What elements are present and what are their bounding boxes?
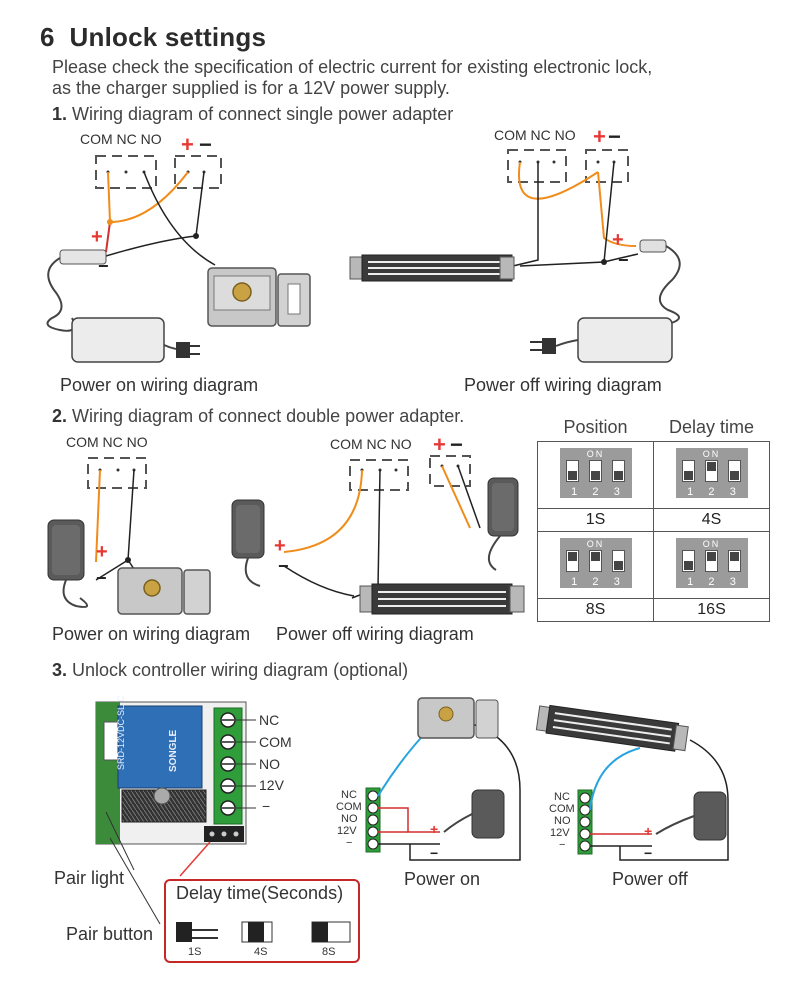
section-title: 6 Unlock settings	[40, 22, 266, 53]
antenna-coil	[121, 789, 207, 823]
intro-line-2: as the charger supplied is for a 12V pow…	[52, 78, 450, 98]
p2-right-plus: +	[433, 432, 446, 457]
p1-right-diagram: + −	[349, 149, 681, 363]
on-12v: 12V	[337, 825, 357, 837]
svg-text:−: −	[644, 845, 652, 861]
jumper-1s-label: 1S	[188, 946, 202, 958]
relay-model-text: SRD-12VDC-SL-C	[116, 695, 126, 770]
off-gnd: −	[559, 839, 566, 851]
off-12v: 12V	[550, 827, 570, 839]
terminal-label-12v: 12V	[259, 777, 284, 793]
delay-8s: 8S	[537, 598, 654, 622]
section-title-text: Unlock settings	[69, 22, 267, 52]
jumper-8s-label: 8S	[322, 946, 336, 958]
p3-caption-power-off: Power off	[612, 869, 688, 889]
terminal-label-no: NO	[259, 756, 280, 772]
p3-caption-power-on: Power on	[404, 869, 481, 889]
p1-right-terminal-labels: COM NC NO	[494, 127, 576, 143]
p3-power-on: + −	[365, 697, 521, 861]
p1-caption-power-on: Power on wiring diagram	[60, 375, 259, 395]
p2-right-diagram: + −	[231, 455, 525, 615]
relay-terminal-block	[95, 155, 157, 189]
pair-button-label: Pair button	[66, 924, 154, 944]
off-no: NO	[554, 815, 571, 827]
black-wire	[143, 171, 216, 266]
relay-board: SRD-12VDC-SL-C SONGLE	[95, 695, 256, 925]
jumper-4s-label: 4S	[254, 946, 268, 958]
part2-heading-text: Wiring diagram of connect double power a…	[72, 406, 465, 426]
part2-number: 2.	[52, 406, 68, 426]
p2-left-diagram: + −	[47, 457, 211, 615]
part1-number: 1.	[52, 104, 68, 124]
on-com: COM	[336, 801, 362, 813]
jumper-images	[176, 921, 351, 943]
svg-text:+: +	[644, 823, 652, 839]
part1-heading: 1. Wiring diagram of connect single powe…	[52, 104, 453, 125]
rim-lock	[207, 267, 311, 327]
off-com: COM	[549, 803, 575, 815]
p2-left-terminal-labels: COM NC NO	[66, 434, 148, 450]
magnetic-lock	[349, 254, 515, 282]
intro-line-1: Please check the specification of electr…	[52, 57, 653, 77]
part3-heading-text: Unlock controller wiring diagram (option…	[72, 660, 409, 680]
relay-brand-text: SONGLE	[168, 729, 179, 772]
delay-jumper-box	[164, 879, 360, 963]
part2-heading: 2. Wiring diagram of connect double powe…	[52, 406, 464, 427]
part1-heading-text: Wiring diagram of connect single power a…	[72, 104, 454, 124]
svg-text:+: +	[274, 535, 286, 557]
p1-left-minus: −	[199, 132, 212, 157]
delay-4s: 4S	[653, 508, 770, 532]
svg-text:+: +	[430, 821, 438, 837]
svg-text:+: +	[612, 229, 624, 251]
power-adapter	[71, 317, 165, 363]
svg-text:−: −	[430, 845, 438, 861]
svg-text:+: +	[96, 541, 108, 563]
delay-16s: 16S	[653, 598, 770, 622]
power-terminal-block	[174, 155, 222, 189]
svg-text:+: +	[91, 226, 103, 248]
p1-right-minus: −	[608, 124, 621, 149]
p1-right-plus: +	[593, 124, 606, 149]
delay-1s: 1S	[537, 508, 654, 532]
p1-left-terminal-labels: COM NC NO	[80, 131, 162, 147]
p1-left-plus: +	[181, 132, 194, 157]
section-number: 6	[40, 22, 55, 52]
svg-text:−: −	[278, 556, 289, 576]
terminal-label-com: COM	[259, 734, 292, 750]
on-gnd: −	[346, 837, 353, 849]
delay-time-seconds-title: Delay time(Seconds)	[176, 883, 344, 903]
on-nc: NC	[341, 789, 357, 801]
svg-text:−: −	[98, 256, 109, 276]
part3-heading: 3. Unlock controller wiring diagram (opt…	[52, 660, 408, 681]
on-no: NO	[341, 813, 358, 825]
terminal-label-gnd: −	[262, 798, 271, 814]
p1-caption-power-off: Power off wiring diagram	[464, 375, 662, 395]
svg-text:−: −	[618, 250, 629, 270]
part3-number: 3.	[52, 660, 68, 680]
p1-left-diagram: + −	[46, 155, 311, 363]
svg-text:−: −	[96, 568, 107, 588]
off-nc: NC	[554, 791, 570, 803]
terminal-label-nc: NC	[259, 712, 280, 728]
p3-power-off: + −	[535, 704, 729, 861]
col-position: Position	[563, 416, 628, 437]
p2-right-terminal-labels: COM NC NO	[330, 436, 412, 452]
p2-caption-power-off: Power off wiring diagram	[276, 624, 474, 644]
p2-right-minus: −	[450, 432, 463, 457]
pair-light-label: Pair light	[54, 868, 125, 888]
col-delay-time: Delay time	[668, 416, 755, 437]
p2-caption-power-on: Power on wiring diagram	[52, 624, 251, 644]
